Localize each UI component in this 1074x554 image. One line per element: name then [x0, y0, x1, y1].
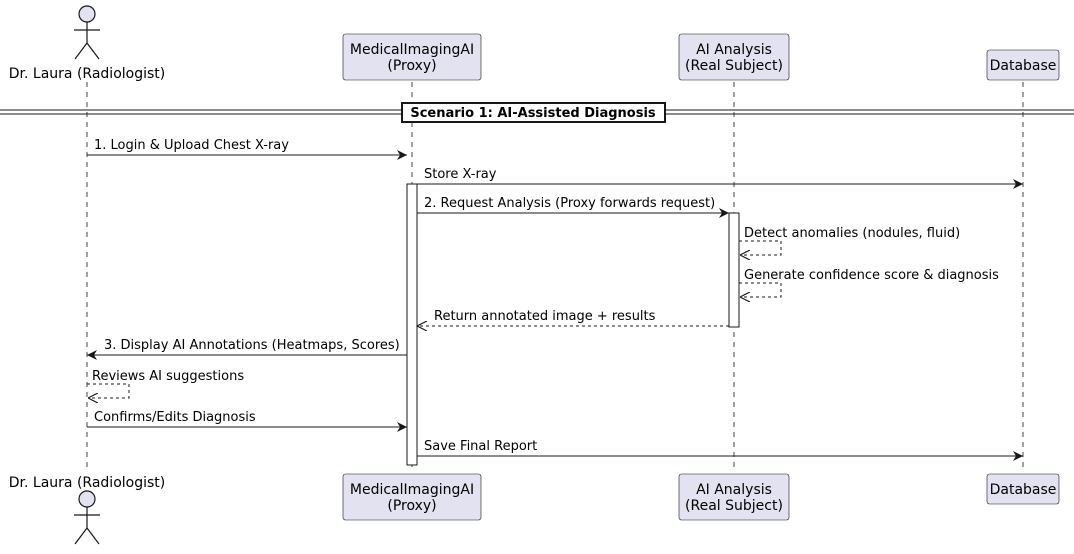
message-label: Save Final Report: [424, 439, 537, 454]
separator-box: [401, 102, 666, 123]
participant-box: [678, 33, 790, 81]
actor-head: [78, 490, 96, 508]
participant-proxy-top: MedicalImagingAI(Proxy): [342, 33, 482, 81]
participant-label: Dr. Laura (Radiologist): [9, 66, 165, 82]
participant-db-bottom: Database: [986, 473, 1060, 505]
participant-label: Database: [990, 58, 1057, 74]
participant-label: AI Analysis(Real Subject): [685, 42, 783, 74]
participant-proxy-bottom: MedicalImagingAI(Proxy): [342, 473, 482, 521]
participant-box: [986, 473, 1060, 505]
participant-label: MedicalImagingAI(Proxy): [350, 42, 474, 74]
message-5: Generate confidence score & diagnosis: [739, 268, 999, 297]
message-arrow: [739, 240, 782, 255]
actor-legs: [74, 527, 100, 545]
message-6: Return annotated image + results: [417, 309, 729, 326]
message-label: 2. Request Analysis (Proxy forwards requ…: [424, 196, 715, 211]
participant-label: MedicalImagingAI(Proxy): [350, 482, 474, 514]
participant-box: [342, 473, 482, 521]
participant-ai-top: AI Analysis(Real Subject): [678, 33, 790, 81]
participant-laura-bottom: Dr. Laura (Radiologist): [9, 475, 165, 545]
participant-ai-bottom: AI Analysis(Real Subject): [678, 473, 790, 521]
message-label: Confirms/Edits Diagnosis: [94, 410, 256, 425]
participant-db-top: Database: [986, 49, 1060, 81]
activation-bar-proxy: [406, 183, 418, 466]
message-4: Detect anomalies (nodules, fluid): [739, 226, 960, 255]
message-2: Store X-ray: [417, 167, 1023, 189]
message-label: Detect anomalies (nodules, fluid): [744, 226, 960, 241]
message-7: 3. Display AI Annotations (Heatmaps, Sco…: [87, 338, 407, 360]
participant-label: AI Analysis(Real Subject): [685, 482, 783, 514]
separator-label: Scenario 1: AI-Assisted Diagnosis: [410, 106, 656, 121]
activation-bars: [406, 183, 740, 466]
participant-box: [986, 49, 1060, 81]
message-8: Reviews AI suggestions: [87, 369, 244, 398]
message-label: Return annotated image + results: [434, 309, 656, 324]
participant-label: Dr. Laura (Radiologist): [9, 475, 165, 491]
actor-legs: [74, 42, 100, 60]
message-arrow: [739, 282, 782, 297]
message-label: 3. Display AI Annotations (Heatmaps, Sco…: [104, 338, 400, 353]
message-10: Save Final Report: [417, 439, 1023, 461]
participant-box: [342, 33, 482, 81]
participants: Dr. Laura (Radiologist) Dr. Laura (Radiol…: [9, 5, 1060, 545]
message-arrow: [87, 383, 130, 398]
scenario-separator: Scenario 1: AI-Assisted Diagnosis: [0, 102, 1074, 123]
message-1: 1. Login & Upload Chest X-ray: [87, 138, 407, 160]
message-3: 2. Request Analysis (Proxy forwards requ…: [417, 196, 729, 218]
participant-label: Database: [990, 482, 1057, 498]
message-9: Confirms/Edits Diagnosis: [87, 410, 407, 432]
actor-head: [78, 5, 96, 23]
participant-laura-top: Dr. Laura (Radiologist): [9, 5, 165, 82]
message-label: Reviews AI suggestions: [92, 369, 244, 384]
message-label: 1. Login & Upload Chest X-ray: [94, 138, 289, 153]
participant-box: [678, 473, 790, 521]
message-label: Generate confidence score & diagnosis: [744, 268, 999, 283]
activation-bar-ai: [728, 212, 740, 328]
message-label: Store X-ray: [424, 167, 497, 182]
